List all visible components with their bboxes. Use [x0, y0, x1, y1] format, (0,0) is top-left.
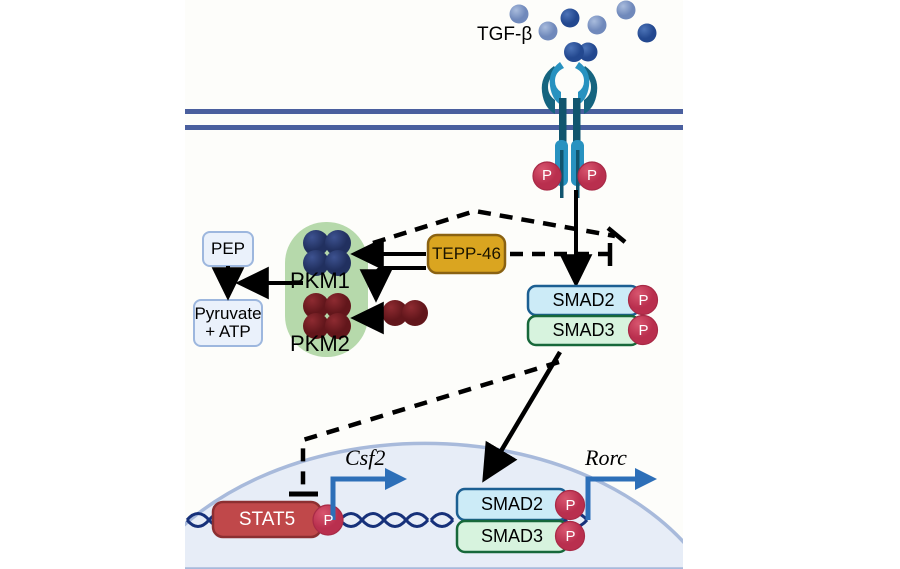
- tgf-beta-label: TGF-β: [477, 24, 533, 45]
- smad2-nuclear-phospho-label: P: [565, 496, 576, 514]
- stat5-complex: [211, 500, 344, 539]
- dashed-inhibition-tepp46: [510, 243, 613, 266]
- smad-nuclear-complex: [455, 487, 586, 554]
- pkm2-dimer: [382, 300, 428, 326]
- arrow-smad-translocation: [482, 350, 562, 483]
- pkm2-tetramer: [303, 293, 351, 339]
- pep-label: PEP: [210, 239, 246, 259]
- smad3-nuclear-label: SMAD3: [480, 526, 543, 547]
- smad2-nuclear-label: SMAD2: [480, 494, 543, 515]
- tepp46-box[interactable]: [426, 233, 507, 275]
- pkm1-tetramer: [303, 230, 351, 276]
- rorc-gene-arrow: [585, 468, 657, 520]
- smad2-phospho-label: P: [638, 291, 649, 309]
- rorc-gene-label: Rorc: [585, 445, 627, 470]
- csf2-gene-label: Csf2: [345, 445, 386, 470]
- plasma-membrane: [185, 109, 683, 130]
- smad3-phospho-label: P: [638, 321, 649, 339]
- smad2-cytoplasmic-label: SMAD2: [552, 290, 615, 311]
- receptor-phospho-right-label: P: [586, 167, 597, 185]
- tepp46-label: TEPP-46: [432, 244, 501, 264]
- dashed-inhibition-stat5: [289, 359, 560, 497]
- smad-cytoplasmic-complex: [526, 284, 659, 347]
- stat5-label: STAT5: [238, 508, 296, 530]
- receptor-phospho-left-label: P: [541, 167, 552, 185]
- dashed-inhibition-network: [372, 208, 627, 246]
- arrow-tepp46-dimer-to-tetramer: [359, 266, 426, 303]
- stat5-phospho-label: P: [323, 511, 334, 529]
- pkm2-label: PKM2: [290, 331, 350, 356]
- pkm1-label: PKM1: [290, 268, 350, 293]
- smad3-cytoplasmic-label: SMAD3: [552, 320, 615, 341]
- tgf-beta-ligand-dots: [509, 0, 657, 62]
- tgf-beta-receptor: [532, 42, 607, 198]
- diagram-vector-layer: [185, 0, 683, 569]
- smad3-nuclear-phospho-label: P: [565, 527, 576, 545]
- pyruvate-atp-label: Pyruvate + ATP: [194, 304, 262, 341]
- diagram-canvas: TGF-β PEP Pyruvate + ATP PKM1 PKM2 TEPP-…: [185, 0, 683, 569]
- csf2-gene-arrow: [330, 468, 407, 520]
